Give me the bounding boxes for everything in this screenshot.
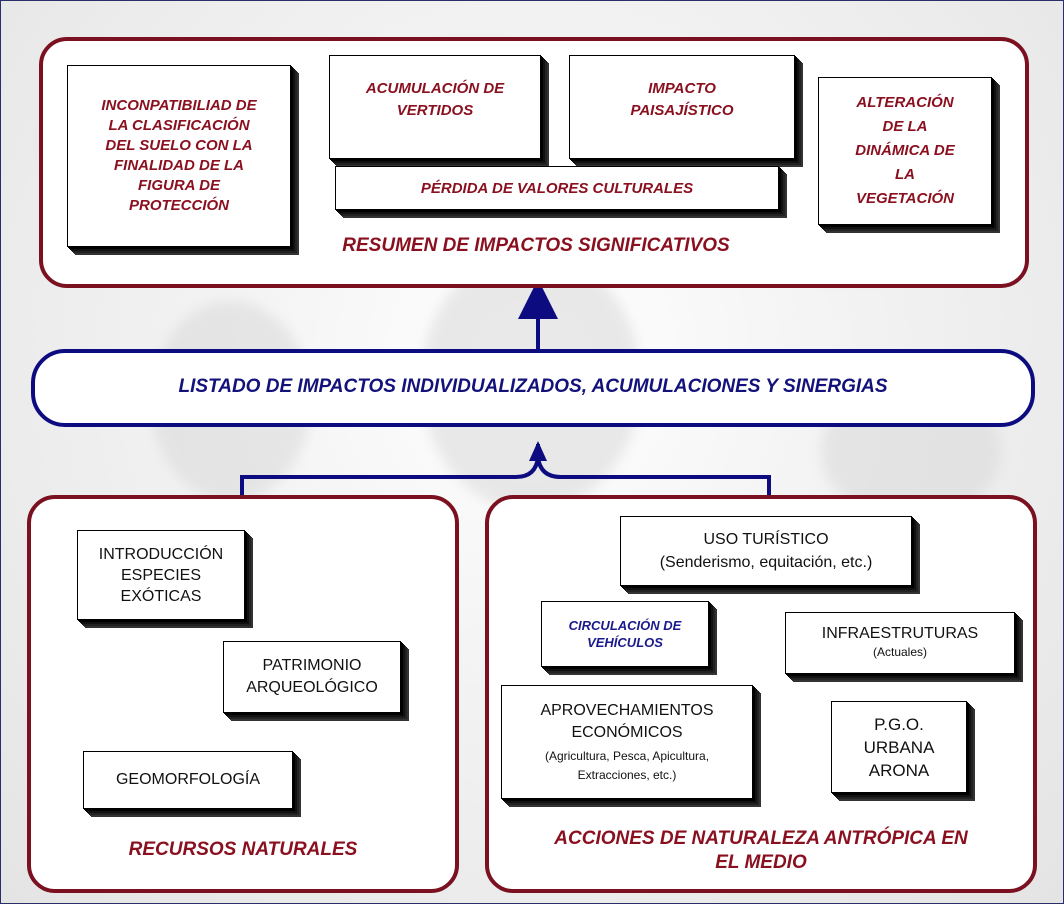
- box-aprovechamientos: APROVECHAMIENTOS ECONÓMICOS (Agricultura…: [501, 685, 753, 799]
- box-circulacion-vehiculos: CIRCULACIÓN DE VEHÍCULOS: [541, 601, 709, 667]
- box-subline: (Agricultura, Pesca, Apicultura,: [544, 749, 710, 763]
- box-line: ALTERACIÓN: [856, 94, 954, 111]
- box-line: EXÓTICAS: [120, 587, 202, 605]
- box-line: LA CLASIFICACIÓN: [108, 117, 250, 134]
- title-line: ACCIONES DE NATURALEZA ANTRÓPICA EN: [554, 828, 968, 849]
- box-line: IMPACTO: [648, 80, 716, 97]
- box-line: URBANA: [863, 737, 935, 757]
- arrow-to-list: [529, 441, 547, 461]
- box-line: INTRODUCCIÓN: [98, 545, 224, 563]
- box-line: ARONA: [868, 760, 930, 780]
- box-line: ACUMULACIÓN DE: [365, 80, 505, 97]
- box-line: ECONÓMICOS: [571, 724, 683, 741]
- box-alteracion-vegetacion: ALTERACIÓN DE LA DINÁMICA DE LA VEGETACI…: [818, 77, 992, 225]
- box-line: PÉRDIDA DE VALORES CULTURALES: [420, 179, 694, 197]
- box-line: APROVECHAMIENTOS: [540, 702, 714, 719]
- box-acumulacion-vertidos: ACUMULACIÓN DE VERTIDOS: [329, 55, 541, 159]
- box-line: VEHÍCULOS: [587, 635, 663, 650]
- box-line: CIRCULACIÓN DE: [568, 618, 682, 633]
- box-line: DEL SUELO CON LA: [105, 137, 253, 154]
- box-line: FINALIDAD DE LA: [114, 157, 244, 174]
- box-line: INFRAESTRUTURAS: [821, 625, 979, 642]
- box-subline: (Actuales): [872, 645, 928, 659]
- list-panel: [31, 349, 1035, 427]
- box-line: PAISAJÍSTICO: [630, 102, 734, 119]
- box-line: GEOMORFOLOGÍA: [115, 771, 260, 788]
- box-uso-turistico: USO TURÍSTICO (Senderismo, equitación, e…: [620, 516, 912, 586]
- box-subline: (Senderismo, equitación, etc.): [659, 554, 873, 571]
- box-patrimonio: PATRIMONIO ARQUEOLÓGICO: [223, 641, 401, 713]
- summary-title: RESUMEN DE IMPACTOS SIGNIFICATIVOS: [342, 235, 730, 256]
- box-line: FIGURA DE: [138, 177, 220, 194]
- box-line: INCONPATIBILIAD DE: [101, 97, 257, 114]
- box-geomorfologia: GEOMORFOLOGÍA: [83, 751, 293, 809]
- box-subline: Extracciones, etc.): [577, 768, 677, 782]
- box-line: PROTECCIÓN: [128, 197, 229, 214]
- box-line: P.G.O.: [874, 714, 924, 734]
- box-line: USO TURÍSTICO: [703, 531, 829, 548]
- list-title: LISTADO DE IMPACTOS INDIVIDUALIZADOS, AC…: [178, 376, 888, 397]
- box-impacto-paisajistico: IMPACTO PAISAJÍSTICO: [569, 55, 795, 159]
- anthropic-actions-title: ACCIONES DE NATURALEZA ANTRÓPICA EN EL M…: [485, 827, 1037, 875]
- box-perdida-valores: PÉRDIDA DE VALORES CULTURALES: [335, 166, 779, 210]
- box-line: DE LA: [882, 118, 928, 135]
- natural-resources-title: RECURSOS NATURALES: [128, 839, 358, 860]
- box-line: VEGETACIÓN: [855, 190, 955, 207]
- box-infraestructuras: INFRAESTRUTURAS (Actuales): [785, 612, 1015, 674]
- box-incompatibilidad: INCONPATIBILIAD DE LA CLASIFICACIÓN DEL …: [67, 65, 291, 247]
- box-pgo-arona: P.G.O. URBANA ARONA: [831, 701, 967, 793]
- box-line: DINÁMICA DE: [855, 142, 955, 159]
- connector-left: [240, 444, 540, 499]
- connector-right: [536, 456, 771, 499]
- box-line: VERTIDOS: [396, 102, 474, 119]
- box-line: PATRIMONIO: [262, 657, 362, 674]
- box-line: ARQUEOLÓGICO: [246, 679, 378, 696]
- title-line: EL MEDIO: [715, 852, 807, 873]
- box-introduccion-especies: INTRODUCCIÓN ESPECIES EXÓTICAS: [77, 530, 245, 620]
- box-line: LA: [895, 166, 915, 183]
- box-line: ESPECIES: [120, 566, 202, 584]
